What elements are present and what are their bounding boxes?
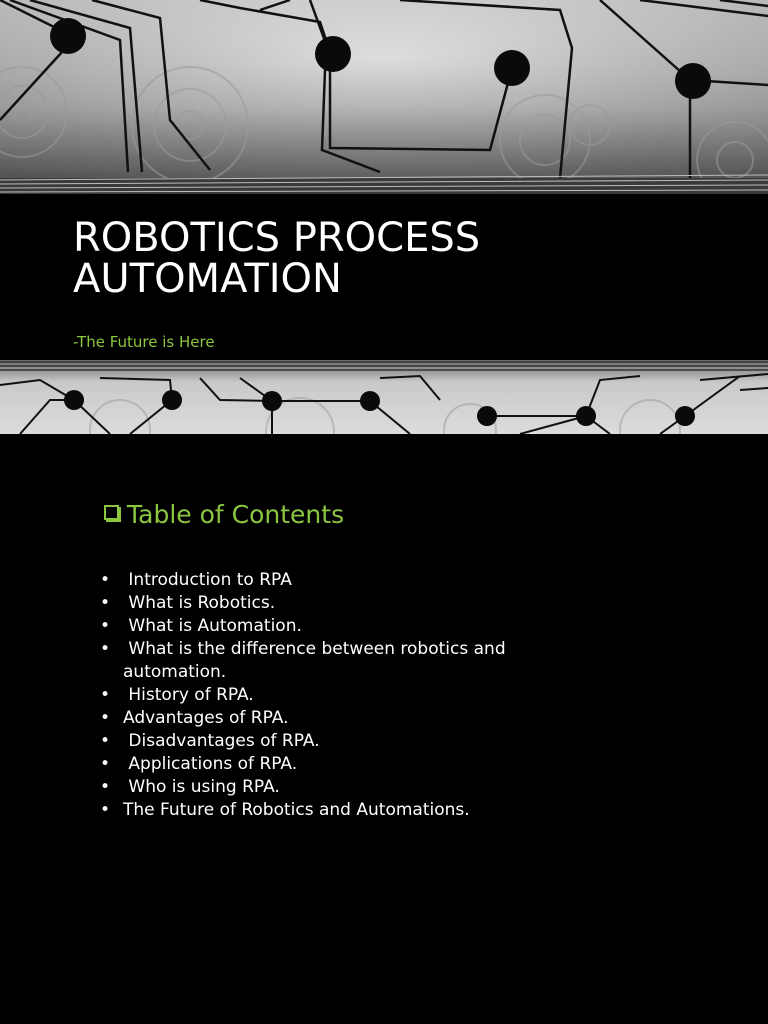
list-item-text: What is Robotics.	[123, 593, 276, 613]
bullet-icon: •	[100, 570, 111, 590]
bullet-icon: •	[100, 754, 111, 774]
checkbox-icon	[104, 504, 119, 520]
presentation-subtitle: -The Future is Here	[73, 333, 215, 351]
bullet-icon: •	[100, 708, 111, 728]
bullet-icon: •	[100, 639, 111, 659]
toc-heading: Table of Contents	[104, 499, 344, 531]
toc-heading-text: Table of Contents	[127, 500, 345, 529]
list-item-text: Advantages of RPA.	[123, 708, 289, 728]
list-item-text: Applications of RPA.	[123, 754, 298, 774]
list-item: • What is Automation.	[100, 615, 506, 638]
list-item: • What is the difference between robotic…	[100, 638, 506, 661]
presentation-title: ROBOTICS PROCESS AUTOMATION	[73, 218, 480, 300]
list-item: • Disadvantages of RPA.	[100, 730, 506, 753]
circuit-banner-bottom	[0, 360, 768, 434]
list-item-text: Introduction to RPA	[123, 570, 292, 590]
list-item-continuation: automation.	[100, 661, 506, 684]
list-item: • History of RPA.	[100, 684, 506, 707]
list-item-text: automation.	[123, 662, 227, 682]
list-item: • Who is using RPA.	[100, 776, 506, 799]
list-item-text: Who is using RPA.	[123, 777, 280, 797]
list-item-text: What is the difference between robotics …	[123, 639, 506, 659]
title-slide: ROBOTICS PROCESS AUTOMATION -The Future …	[0, 0, 768, 434]
bullet-icon: •	[100, 731, 111, 751]
bullet-icon: •	[100, 685, 111, 705]
bullet-icon: •	[100, 777, 111, 797]
list-item: • The Future of Robotics and Automations.	[100, 799, 506, 822]
list-item: • Applications of RPA.	[100, 753, 506, 776]
bullet-icon: •	[100, 616, 111, 636]
title-line-1: ROBOTICS PROCESS	[73, 215, 481, 261]
bullet-icon: •	[100, 800, 111, 820]
circuit-board-image	[0, 0, 768, 194]
list-item-text: What is Automation.	[123, 616, 302, 636]
list-item-text: History of RPA.	[123, 685, 254, 705]
list-item-text: Disadvantages of RPA.	[123, 731, 320, 751]
bullet-icon: •	[100, 593, 111, 613]
table-of-contents-slide: Table of Contents • Introduction to RPA …	[0, 434, 768, 1024]
list-item-text: The Future of Robotics and Automations.	[123, 800, 470, 820]
title-line-2: AUTOMATION	[73, 256, 342, 302]
list-item: • Introduction to RPA	[100, 569, 506, 592]
circuit-banner-top	[0, 0, 768, 194]
list-item: • What is Robotics.	[100, 592, 506, 615]
list-item: • Advantages of RPA.	[100, 707, 506, 730]
circuit-board-strip-image	[0, 360, 768, 434]
toc-list: • Introduction to RPA • What is Robotics…	[100, 569, 506, 822]
